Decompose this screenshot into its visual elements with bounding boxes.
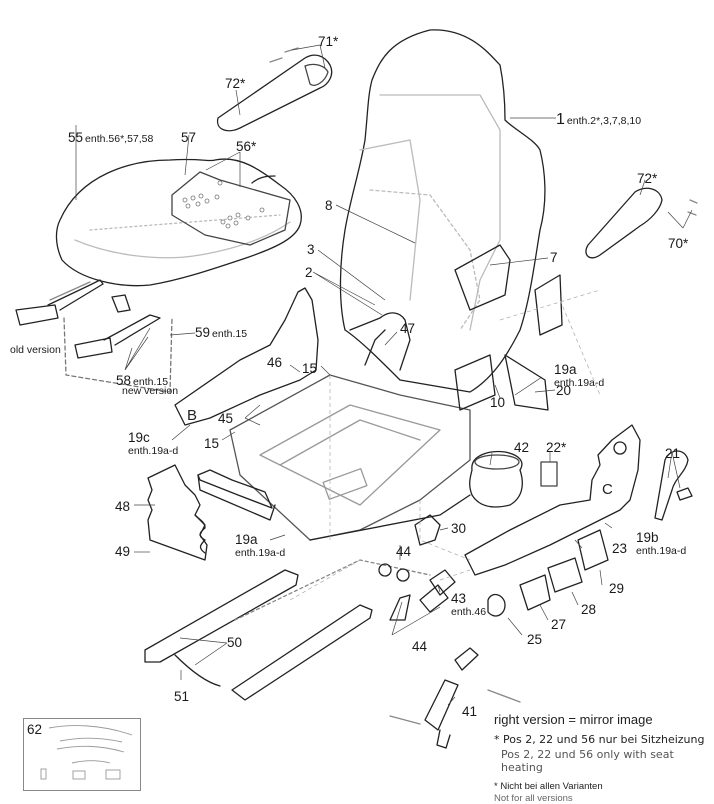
label-50: 50 (227, 635, 243, 650)
caption-new-version: new version (122, 385, 179, 397)
label-3: 3 (307, 242, 315, 257)
label-15-lower: 15 (204, 436, 220, 451)
label-47: 47 (400, 321, 416, 336)
side-panel-lower-part (197, 474, 276, 521)
legend-notes: right version = mirror image * Pos 2, 22… (494, 712, 714, 804)
side-letter-c: C (602, 481, 613, 498)
armrest-right-part (585, 187, 663, 259)
label-44-lower: 44 (412, 639, 428, 654)
label-27: 27 (551, 617, 567, 632)
note-mirror-image: right version = mirror image (494, 712, 653, 727)
label-48: 48 (115, 499, 131, 514)
label-72-left: 72* (225, 76, 246, 91)
label-20: 20 (556, 383, 572, 398)
label-44-upper: 44 (396, 544, 412, 559)
label-29: 29 (609, 581, 625, 596)
label-30: 30 (451, 521, 467, 536)
label-2: 2 (305, 265, 313, 280)
label-51: 51 (174, 689, 190, 704)
label-15-upper: 15 (302, 361, 318, 376)
label-45: 45 (218, 411, 234, 426)
note-heating-de: * Pos 2, 22 und 56 nur bei Sitzheizung (494, 733, 705, 746)
label-46: 46 (267, 355, 283, 370)
note-heating-en: Pos 2, 22 und 56 only with seat heating (501, 748, 674, 774)
backrest-part (339, 29, 546, 393)
label-25: 25 (527, 632, 543, 647)
air-spring-part (469, 450, 523, 508)
kit-62-box (23, 718, 141, 791)
seat-frame-part (229, 374, 471, 541)
rail-left-part (144, 569, 299, 663)
label-23: 23 (612, 541, 628, 556)
label-8: 8 (325, 198, 333, 213)
label-7: 7 (550, 250, 558, 265)
label-72-right: 72* (637, 171, 658, 186)
label-41: 41 (462, 704, 478, 719)
caption-old-version: old version (10, 344, 61, 356)
label-70: 70* (668, 236, 689, 251)
label-62: 62 (27, 722, 43, 737)
label-21: 21 (665, 446, 681, 461)
label-42: 42 (514, 440, 530, 455)
label-56: 56* (236, 139, 257, 154)
armrest-left-part (216, 54, 333, 132)
label-10: 10 (490, 395, 506, 410)
side-letter-b: B (187, 407, 198, 424)
label-22: 22* (546, 440, 567, 455)
shock-absorber-part (424, 679, 459, 731)
note-variants-de: * Nicht bei allen Varianten (494, 781, 603, 792)
note-variants-en: Not for all versions (494, 793, 573, 804)
label-71: 71* (318, 34, 339, 49)
side-panel-left-part (174, 287, 319, 426)
label-49: 49 (115, 544, 131, 559)
label-57: 57 (181, 130, 197, 145)
side-panel-right-part (464, 424, 641, 576)
seat-cushion-part (55, 158, 302, 287)
label-28: 28 (581, 602, 597, 617)
